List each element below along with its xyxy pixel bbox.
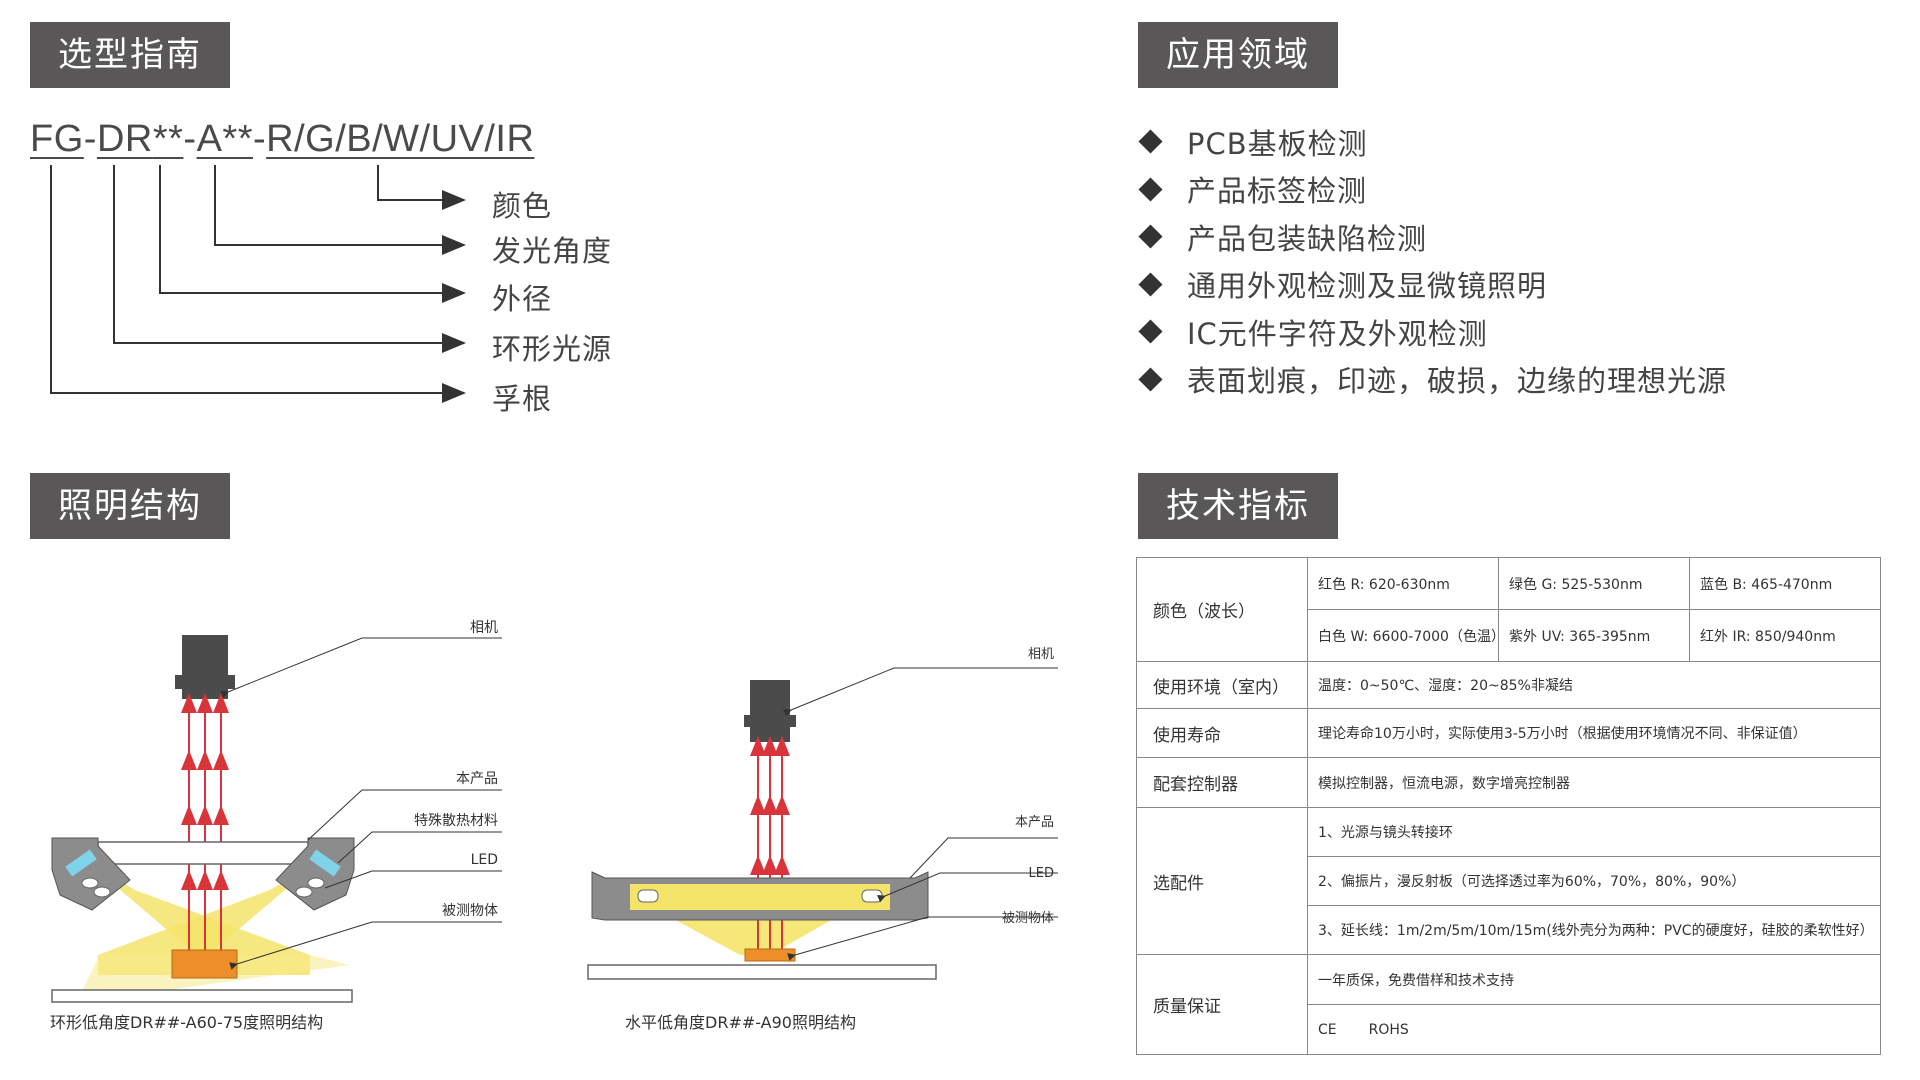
spec-ir: 红外 IR: 850/940nm (1689, 609, 1881, 662)
code-part-type: DR (96, 118, 153, 160)
table-row: 选配件 1、光源与镜头转接环 (1136, 807, 1881, 955)
label-object: 被测物体 (442, 903, 498, 919)
base-plate (51, 989, 353, 1003)
spec-label-accessories: 选配件 (1136, 807, 1308, 955)
spec-label-environment: 使用环境（室内） (1136, 661, 1308, 709)
label-camera: 相机 (1028, 647, 1054, 662)
diagram-horizontal-low-angle: 相机 本产品 LED 被测物体 水平低角度DR##-A90照明结构 (587, 647, 1058, 1032)
label-led: LED (1029, 866, 1054, 881)
spec-label-lifetime: 使用寿命 (1136, 708, 1308, 758)
spec-controller: 模拟控制器，恒流电源，数字增亮控制器 (1307, 757, 1881, 808)
application-list: PCB基板检测 产品标签检测 产品包装缺陷检测 通用外观检测及显微镜照明 IC元… (1138, 118, 1727, 403)
cert-rohs: ROHS (1368, 1021, 1409, 1038)
header-selection-guide: 选型指南 (30, 22, 230, 88)
camera-icon (744, 680, 796, 742)
diamond-bullet-icon (1138, 224, 1163, 249)
list-item: 产品标签检测 (1138, 166, 1727, 214)
caption-diagram2: 水平低角度DR##-A90照明结构 (625, 1013, 856, 1032)
header-tech-specs: 技术指标 (1138, 473, 1338, 539)
spec-blue: 蓝色 B: 465-470nm (1689, 557, 1881, 610)
test-object (171, 949, 238, 979)
spec-red: 红色 R: 620-630nm (1307, 557, 1499, 610)
list-item: IC元件字符及外观检测 (1138, 308, 1727, 356)
model-code-connectors (50, 165, 466, 403)
label-camera: 相机 (470, 620, 498, 636)
header-applications: 应用领域 (1138, 22, 1338, 88)
spec-environment: 温度：0~50℃、湿度：20~85%非凝结 (1307, 661, 1881, 709)
code-dash: - (252, 118, 267, 160)
code-part-diameter: ** (152, 118, 184, 160)
spec-lifetime: 理论寿命10万小时，实际使用3-5万小时（根据使用环境情况不同、非保证值） (1307, 708, 1881, 758)
spec-accessory-1: 1、光源与镜头转接环 (1307, 807, 1881, 857)
legend-diameter: 外径 (492, 282, 553, 316)
list-item: PCB基板检测 (1138, 118, 1727, 166)
spec-label-quality: 质量保证 (1136, 954, 1308, 1055)
spec-uv: 紫外 UV: 365-395nm (1498, 609, 1690, 662)
camera-icon (175, 635, 235, 699)
list-item: 产品包装缺陷检测 (1138, 213, 1727, 261)
list-item: 表面划痕，印迹，破损，边缘的理想光源 (1138, 356, 1727, 404)
spec-quality-1: 一年质保，免费借样和技术支持 (1307, 954, 1881, 1005)
label-heat-material: 特殊散热材料 (414, 813, 498, 829)
caption-diagram1: 环形低角度DR##-A60-75度照明结构 (50, 1013, 323, 1032)
spec-green: 绿色 G: 525-530nm (1498, 557, 1690, 610)
label-product: 本产品 (456, 771, 498, 787)
code-part-brand: FG (30, 118, 84, 160)
header-lighting-structure: 照明结构 (30, 473, 230, 539)
list-item: 通用外观检测及显微镜照明 (1138, 261, 1727, 309)
label-object: 被测物体 (1002, 911, 1054, 926)
spec-label-controller: 配套控制器 (1136, 757, 1308, 808)
diamond-bullet-icon (1138, 129, 1163, 154)
spec-accessory-2: 2、偏振片，漫反射板（可选择透过率为60%，70%，80%，90%） (1307, 856, 1881, 906)
code-part-color: R/G/B/W/UV/IR (266, 118, 535, 160)
diamond-bullet-icon (1138, 319, 1163, 344)
test-object (744, 948, 796, 962)
table-row: 颜色（波长） 红色 R: 620-630nm 绿色 G: 525-530nm 蓝… (1136, 557, 1881, 662)
table-row: 质量保证 一年质保，免费借样和技术支持 (1136, 954, 1881, 1055)
legend-ring-light: 环形光源 (492, 332, 613, 366)
table-row: 配套控制器 模拟控制器，恒流电源，数字增亮控制器 (1136, 757, 1881, 808)
ring-light-housing (51, 837, 355, 911)
legend-brand: 孚根 (492, 382, 553, 416)
code-dash: - (83, 118, 97, 160)
spec-quality-2: CE ROHS (1307, 1004, 1881, 1055)
legend-angle: 发光角度 (492, 234, 613, 268)
diamond-bullet-icon (1138, 272, 1163, 297)
diagram-ring-low-angle: 相机 本产品 特殊散热材料 LED 被测物体 环形低角度DR##-A60-75度… (50, 620, 502, 1032)
table-row: CE ROHS (1137, 1004, 1881, 1055)
spec-table: 颜色（波长） 红色 R: 620-630nm 绿色 G: 525-530nm 蓝… (1136, 557, 1881, 1055)
legend-color: 颜色 (492, 189, 553, 223)
spec-white: 白色 W: 6600-7000（色温） (1307, 609, 1499, 662)
table-row: 使用寿命 理论寿命10万小时，实际使用3-5万小时（根据使用环境情况不同、非保证… (1136, 708, 1881, 758)
table-row: 2、偏振片，漫反射板（可选择透过率为60%，70%，80%，90%） (1137, 856, 1881, 906)
spec-label-color: 颜色（波长） (1136, 557, 1308, 662)
label-led: LED (471, 852, 498, 868)
code-dash: - (183, 118, 197, 160)
light-beam-right (98, 860, 320, 975)
base-plate (587, 964, 937, 980)
code-part-angle: A** (196, 118, 253, 160)
model-code: FG-DR**-A**-R/G/B/W/UV/IR (30, 118, 534, 161)
label-product: 本产品 (1015, 815, 1054, 830)
table-row: 使用环境（室内） 温度：0~50℃、湿度：20~85%非凝结 (1136, 661, 1881, 709)
diamond-bullet-icon (1138, 177, 1163, 202)
spec-accessory-3: 3、延长线：1m/2m/5m/10m/15m(线外壳分为两种：PVC的硬度好，硅… (1307, 905, 1881, 955)
diamond-bullet-icon (1138, 367, 1163, 392)
cert-ce: CE (1318, 1021, 1337, 1038)
ring-light-housing (591, 871, 929, 921)
